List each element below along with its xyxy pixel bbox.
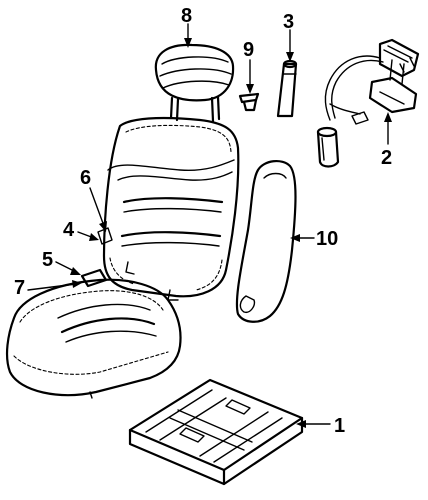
seat-cushion (5, 278, 182, 399)
callout-10: 10 (316, 228, 338, 250)
callout-4: 4 (63, 219, 75, 241)
callout-6: 6 (80, 167, 91, 189)
clip (238, 92, 260, 112)
callout-8: 8 (181, 5, 192, 27)
small-cushion-piece (80, 268, 108, 288)
callout-5: 5 (42, 249, 53, 271)
callout-2: 2 (381, 147, 392, 169)
callout-7: 7 (14, 277, 25, 299)
callout-1: 1 (334, 415, 345, 437)
callout-3: 3 (283, 11, 294, 33)
headrest (154, 43, 235, 123)
power-adjuster (316, 38, 420, 168)
callout-9: 9 (243, 39, 254, 61)
seat-track (128, 378, 304, 486)
guide-tube (276, 59, 298, 118)
seat-back (102, 116, 240, 301)
side-shield (235, 160, 297, 323)
callout-arrows (27, 23, 392, 428)
